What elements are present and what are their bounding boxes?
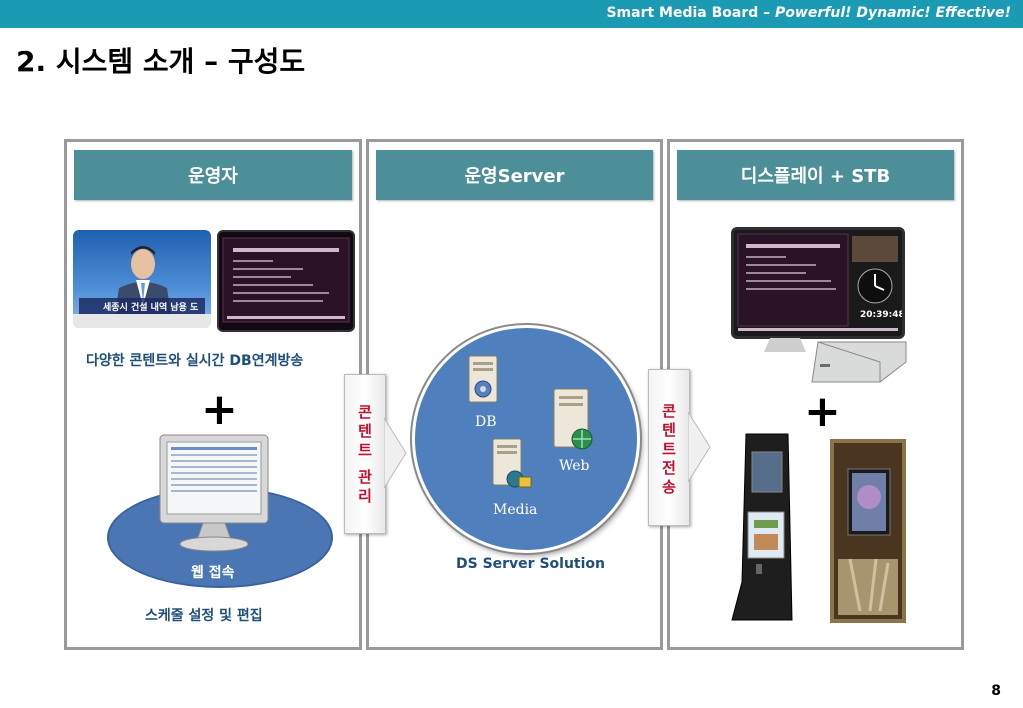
db-server-icon [468,355,498,403]
server-caption: DS Server Solution [456,556,606,572]
tv-content-graphic [737,233,898,331]
monitor-icon [159,434,269,552]
dark-content-screen [217,230,355,332]
tv-stand-and-stb [764,338,907,383]
arrow-head-left [384,418,407,488]
news-anchor-icon [73,246,211,328]
media-server-icon [492,438,532,488]
page-title: 2. 시스템 소개 – 구성도 [16,45,306,78]
operator-heading: 운영자 [74,150,352,200]
operator-panel: 운영자 세종시 건설 내역 남용 도 다양한 콘텐트와 실시간 DB연 [64,139,362,650]
display-tv: 20:39:48 [731,227,905,339]
media-label: Media [493,502,538,518]
arrow-right-char-5: 송 [662,478,676,496]
tagline: Smart Media Board – Powerful! Dynamic! E… [606,5,1011,21]
arrow-right-char-2: 텐 [662,421,676,439]
arrow-right-char-3: 트 [662,440,676,458]
operator-content-caption: 다양한 콘텐트와 실시간 DB연계방송 [86,353,304,369]
page-number: 8 [991,683,1001,699]
content-list-graphic [222,237,350,323]
web-server-icon [553,388,593,450]
server-heading: 운영Server [376,150,653,200]
arrow-left-char-4: 관 [358,468,372,486]
db-label: DB [475,414,497,430]
tagline-brand: Smart Media Board – [606,5,776,21]
content-transfer-arrow: 콘 텐 트 전 송 [648,369,690,526]
display-panel: 디스플레이 + STB 20:39:48 + [667,139,964,650]
arrow-right-char-4: 전 [662,459,676,477]
arrow-left-char-3: 트 [358,441,372,459]
arrow-left-char-5: 리 [358,487,372,505]
arrow-right-char-1: 콘 [662,402,676,420]
display-plus: + [804,386,841,437]
display-heading: 디스플레이 + STB [677,150,954,200]
news-ticker-text: 세종시 건설 내역 남용 도 [103,303,199,313]
header-bar: Smart Media Board – Powerful! Dynamic! E… [0,0,1023,28]
web-label: Web [559,458,590,474]
server-circle [412,325,640,553]
kiosk-icon [731,433,793,621]
arrow-left-char-1: 콘 [358,403,372,421]
arrow-left-char-2: 텐 [358,422,372,440]
schedule-caption: 스케줄 설정 및 편집 [145,608,263,624]
content-manage-arrow: 콘 텐 트 관 리 [344,374,386,534]
web-access-ellipse [107,487,333,588]
tagline-slogan: Powerful! Dynamic! Effective! [775,5,1011,21]
standing-display-icon [830,439,906,623]
server-panel: 운영Server DB Web Media DS Server Solution [366,139,663,650]
web-access-label: 웹 접속 [191,565,235,581]
news-broadcast-image: 세종시 건설 내역 남용 도 [73,230,211,328]
operator-plus: + [201,384,238,435]
clock-time: 20:39:48 [860,310,905,320]
arrow-head-right [688,412,711,482]
